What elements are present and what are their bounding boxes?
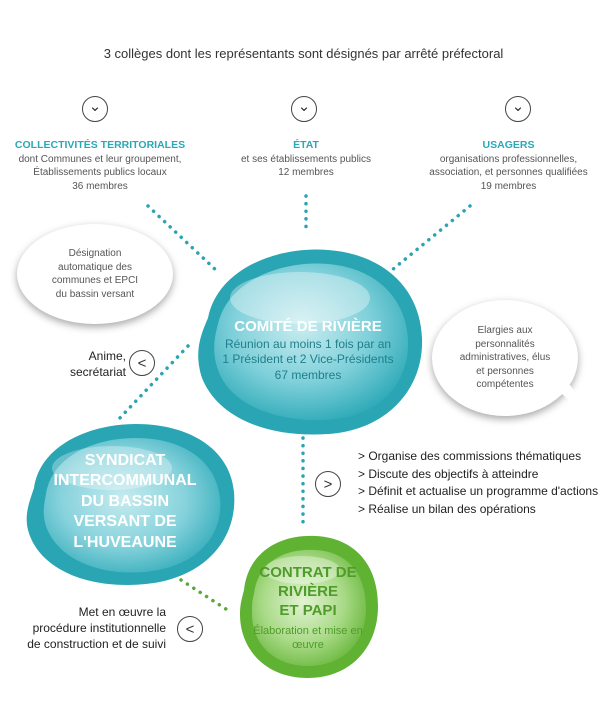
bubble-line: Elargies aux [477,325,533,337]
met-line: Met en œuvre la [78,605,166,619]
bubble-elargies: Elargies aux personnalités administrativ… [432,300,578,416]
comite-line: Réunion au moins 1 fois par an [224,336,392,351]
contrat-blob-shape [240,535,378,678]
met-en-oeuvre-label: Met en œuvre la procédure institutionnel… [4,604,166,652]
comite-line: 1 Président et 2 Vice-Présidents [222,352,394,367]
syndicat-line: INTERCOMMUNAL [53,472,197,490]
bubble-line: compétentes [476,379,534,391]
anime-label: Anime, secrétariat [60,348,126,380]
contrat-title: CONTRAT DE [259,563,357,581]
comite-blob-shape [198,249,423,435]
anime-line: secrétariat [69,365,126,379]
chevron-down-icon: ⌄ [82,96,108,122]
bubble-line: personnalités [475,338,535,350]
syndicat-line: VERSANT DE [73,513,177,531]
college-desc: et ses établissements publics [240,153,372,165]
bubble-tail [544,379,592,419]
contrat-title: ET PAPI [279,601,337,619]
syndicat-line: SYNDICAT [84,451,166,469]
chevron-down-icon: ⌄ [291,96,317,122]
page-title: 3 collèges dont les représentants sont d… [103,46,504,61]
chevron-left-icon: < [129,350,155,376]
college-desc: organisations professionnelles, [439,153,578,165]
bubble-line: du bassin versant [55,288,135,300]
list-item: > Discute des objectifs à atteindre [358,466,539,481]
college-count: 12 membres [278,167,334,178]
college-count: 36 membres [72,180,128,192]
bubble-line: communes et EPCI [51,275,139,286]
college-title: ÉTAT [293,139,319,151]
contrat-line: œuvre [292,638,324,651]
met-line: de construction et de suivi [27,637,166,651]
syndicat-blob-shape [26,424,235,585]
syndicat-line: DU BASSIN [80,492,169,510]
syndicat-intercommunal: SYNDICAT INTERCOMMUNAL DU BASSIN VERSANT… [40,432,210,572]
comite-de-riviere: COMITÉ DE RIVIÈRE Réunion au moins 1 foi… [212,300,404,400]
list-item: > Organise des commissions thématiques [358,449,582,463]
comite-title: COMITÉ DE RIVIÈRE [234,317,382,335]
college-title: COLLECTIVITÉS TERRITORIALES [14,139,186,151]
list-item: > Réalise un bilan des opérations [358,501,536,516]
contrat-title: RIVIÈRE [277,582,338,600]
comite-line: 67 membres [274,367,342,382]
met-line: procédure institutionnelle [32,621,166,635]
bubble-designation: Désignation automatique des communes et … [17,224,173,324]
chevron-left-icon: < [177,616,203,642]
college-desc: dont Communes et leur groupement, [18,153,182,165]
bubble-line: administratives, élus [459,352,551,364]
chevron-right-icon: > [315,471,341,497]
bubble-line: et personnes [476,365,534,377]
bubble-line: Désignation [68,248,122,259]
contrat-line: Élaboration et mise en [253,624,363,637]
list-item: > Définit et actualise un programme d'ac… [358,484,599,498]
chevron-down-icon: ⌄ [505,96,531,122]
contrat-de-riviere: CONTRAT DE RIVIÈRE ET PAPI Élaboration e… [246,552,370,662]
college-count: 19 membres [480,180,537,192]
college-etat: ÉTAT et ses établissements publics 12 me… [206,139,406,180]
syndicat-line: L'HUVEAUNE [73,533,177,551]
college-collectivites: COLLECTIVITÉS TERRITORIALES dont Commune… [0,139,200,193]
bubble-line: automatique des [58,261,132,273]
anime-line: Anime, [88,349,126,363]
college-title: USAGERS [482,139,535,151]
college-desc: Établissements publics locaux [33,167,167,178]
college-usagers: USAGERS organisations professionnelles, … [410,139,607,193]
comite-actions-list: > Organise des commissions thématiques >… [358,448,607,518]
college-desc: association, et personnes qualifiées [429,167,588,178]
